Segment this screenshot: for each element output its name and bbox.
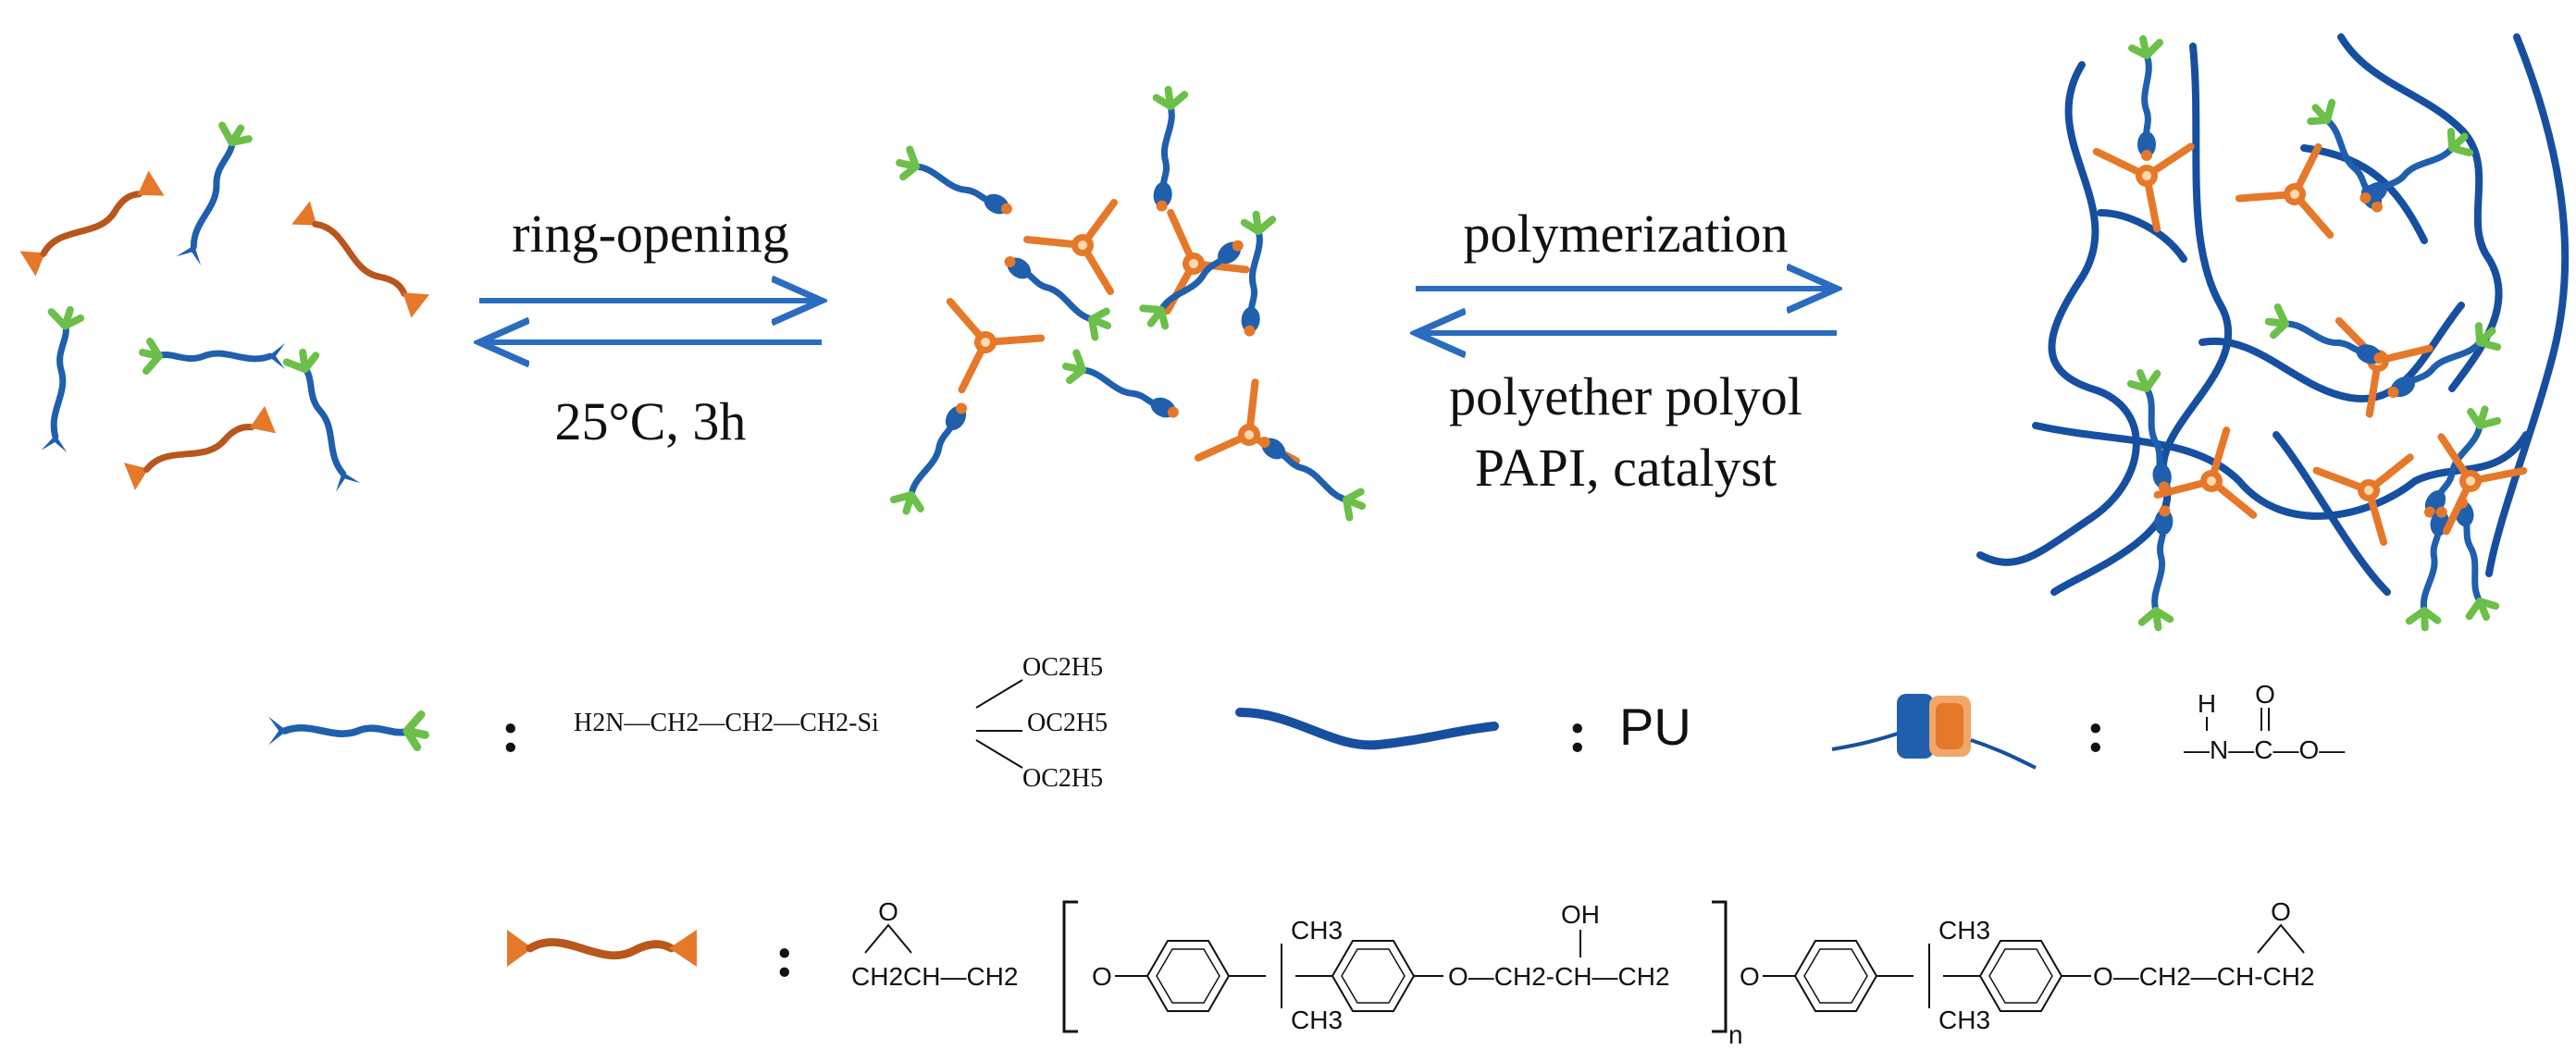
silane-molecule xyxy=(142,341,285,371)
silane-molecule xyxy=(175,122,252,266)
legend-separator: : xyxy=(774,923,794,989)
legend-pu: : PU xyxy=(1235,698,1691,764)
epoxy-molecule xyxy=(20,171,165,277)
network-arm xyxy=(2141,504,2179,628)
epoxy-left-end: CH2CH—CH2 xyxy=(851,962,1018,991)
adduct-arm xyxy=(892,397,977,516)
silane-molecule xyxy=(39,308,80,452)
silane-legend-icon xyxy=(268,714,425,747)
urethane-h: H xyxy=(2198,689,2216,718)
epoxy-ch3-bottom-2: CH3 xyxy=(1938,1006,1990,1034)
epoxy-ch3-top-1: CH3 xyxy=(1291,916,1343,945)
adduct-arm xyxy=(1146,89,1184,213)
adduct-core xyxy=(947,287,1047,389)
legend-urethane: : H O —N—C—O— xyxy=(1831,680,2345,770)
epoxy-o2: O xyxy=(1740,962,1760,991)
epoxy-right-end: O—CH2—CH-CH2 xyxy=(2093,962,2315,991)
ring-opening-label: ring-opening xyxy=(512,204,789,264)
reactant-mixture xyxy=(20,122,430,493)
epoxy-ch3-top-2: CH3 xyxy=(1938,916,1990,945)
urethane-chain: —N—C—O— xyxy=(2184,735,2345,764)
epoxy-ring-o-left: O xyxy=(878,897,898,926)
adduct-arm xyxy=(1234,214,1272,338)
reagents-line-1: polyether polyol xyxy=(1449,366,1802,426)
epoxy-repeat-n: n xyxy=(1728,1020,1743,1049)
adduct-arm xyxy=(998,247,1114,340)
epoxy-molecule xyxy=(124,406,276,490)
epoxy-ch3-bottom-1: CH3 xyxy=(1291,1006,1343,1034)
silane-molecule xyxy=(285,349,362,493)
legend-silane: : H2N—CH2—CH2—CH2-Si OC2H5 OC2H5 OC2H5 xyxy=(268,653,1108,793)
adduct-cluster xyxy=(892,89,1368,520)
epoxy-mid-chain: O—CH2-CH—CH2 xyxy=(1448,962,1670,991)
polymerization-arrows: polymerization polyether polyol PAPI, ca… xyxy=(1416,204,1837,498)
pu-label: PU xyxy=(1619,698,1691,756)
reagents-line-2: PAPI, catalyst xyxy=(1475,438,1777,498)
urethane-block-icon xyxy=(1897,694,1934,759)
silane-substituent-bottom: OC2H5 xyxy=(1022,764,1103,793)
polyurethane-network xyxy=(1976,33,2570,596)
epoxy-ring-o-right: O xyxy=(2271,897,2291,926)
pu-chain-icon xyxy=(1235,708,1499,750)
adduct-arm xyxy=(1140,232,1251,332)
condition-label: 25°C, 3h xyxy=(555,391,747,451)
adduct-arm xyxy=(895,148,1017,225)
epoxy-oh: OH xyxy=(1561,900,1600,929)
adduct-arm xyxy=(1253,427,1368,520)
silane-substituent-top: OC2H5 xyxy=(1022,653,1103,682)
urethane-o: O xyxy=(2255,680,2275,709)
network-core xyxy=(2303,435,2410,543)
network-core xyxy=(2233,147,2334,250)
epoxy-o1: O xyxy=(1092,962,1112,991)
adduct-core xyxy=(1180,382,1299,502)
adduct-arm xyxy=(1061,352,1183,428)
silane-formula-main: H2N—CH2—CH2—CH2-Si xyxy=(574,709,879,737)
legend-epoxy: : O CH2CH—CH2 O CH3 CH3 OH O—CH2-CH—CH2 … xyxy=(507,897,2315,1049)
silane-substituent-mid: OC2H5 xyxy=(1027,709,1108,737)
legend-separator: : xyxy=(2086,698,2105,764)
adduct-core xyxy=(1027,203,1114,291)
legend-separator: : xyxy=(501,698,520,764)
epoxy-molecule xyxy=(291,201,429,317)
legend-separator: : xyxy=(1567,698,1587,764)
ring-opening-arrows: ring-opening 25°C, 3h xyxy=(479,204,822,451)
network-arm xyxy=(2132,39,2160,161)
polymerization-label: polymerization xyxy=(1463,204,1788,264)
epoxy-legend-icon xyxy=(507,930,697,967)
